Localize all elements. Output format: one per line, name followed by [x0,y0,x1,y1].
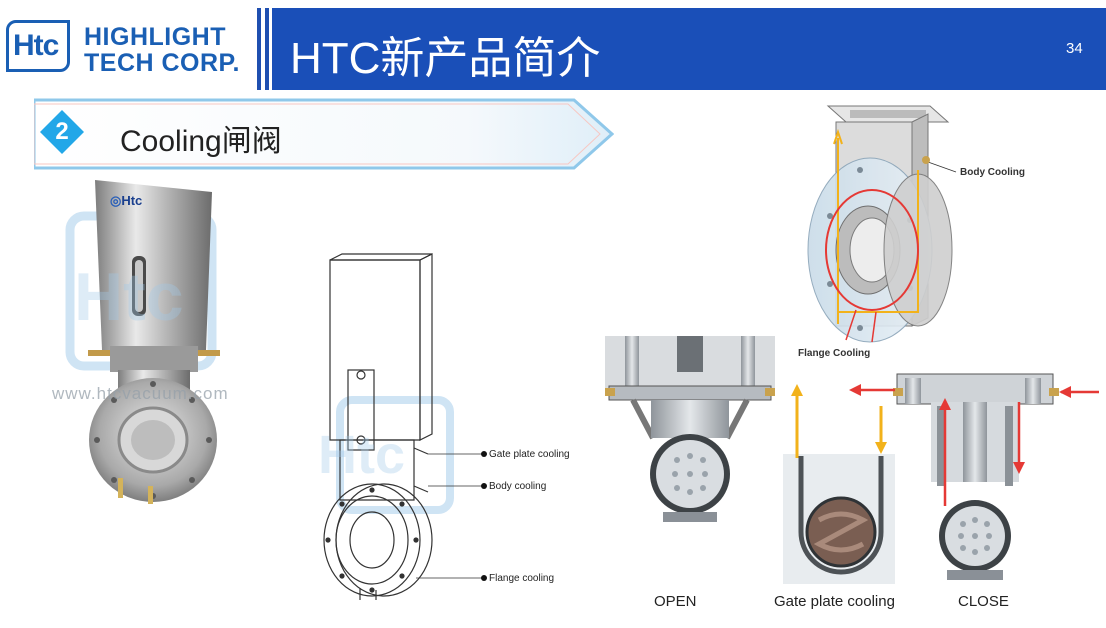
valve-photo [65,180,220,504]
caption-close: CLOSE [958,593,1009,610]
valve-3d-render [807,105,957,343]
header-separator [257,8,261,90]
brand-swirl-icon: ◎ [110,193,122,208]
valve-line-drawing [323,253,487,600]
photo-brand-text: Htc [121,193,143,208]
drawing-watermark-logo: Htc [318,425,406,485]
photo-watermark-url: www.htcvacuum.com [52,384,229,403]
photo-brand-label: ◎Htc [110,193,170,209]
callout-gate-plate-cooling: Gate plate cooling [489,449,570,460]
section-banner [34,98,614,170]
htc-logo-mark: Htc [6,20,70,72]
header-band [272,8,1106,90]
section-number: 2 [55,118,69,145]
caption-open: OPEN [654,593,697,610]
callout-body-cooling-3d: Body Cooling [960,167,1025,178]
header-separator [265,8,269,90]
callout-flange-cooling: Flange cooling [489,573,555,584]
logo-mark-text: Htc [13,29,59,62]
company-logo: Htc HIGHLIGHT TECH CORP. [6,14,246,84]
callout-body-cooling: Body cooling [489,481,547,492]
photo-watermark-logo: Htc [74,259,184,335]
caption-gate-plate-cooling: Gate plate cooling [774,593,895,610]
logo-line-2: TECH CORP. [84,49,240,77]
page-number: 34 [1066,40,1083,57]
logo-line-1: HIGHLIGHT [84,23,226,51]
slide-title: HTC新产品简介 [290,34,601,83]
callout-flange-cooling-3d: Flange Cooling [798,348,871,359]
section-title: Cooling闸阀 [120,125,282,158]
section-number-badge [40,110,84,154]
cooling-states-figure [605,336,1099,584]
